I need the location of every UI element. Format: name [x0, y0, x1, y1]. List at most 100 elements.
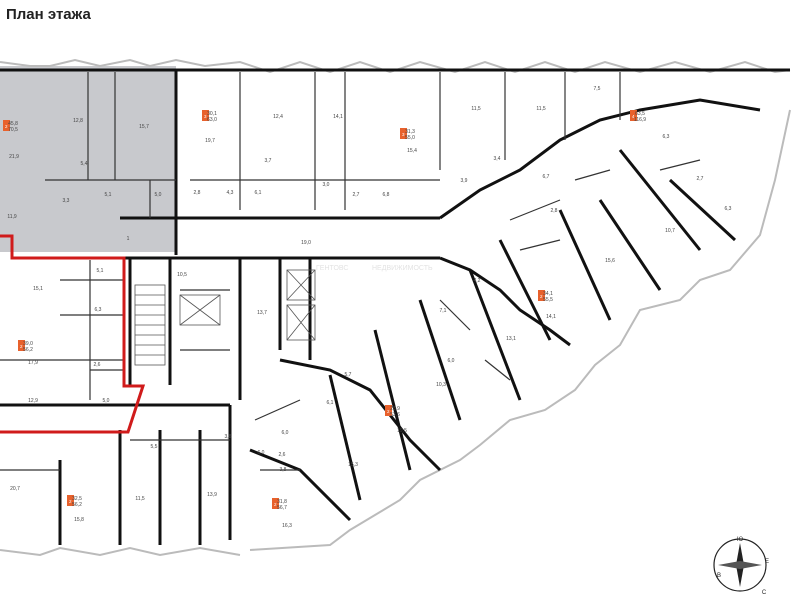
room-area-label: 3,8 [225, 434, 232, 440]
badge-swatch [3, 120, 10, 131]
compass-rose: Ю Е С В [713, 537, 769, 596]
room-area-label: 2,7 [697, 176, 704, 182]
badge-total: 56,7 [277, 505, 287, 511]
badge-swatch [538, 290, 545, 301]
badge-swatch [18, 340, 25, 351]
badge-swatch [202, 110, 209, 121]
badge-area: 32,5 [72, 496, 82, 502]
badge-area: 30,1 [207, 111, 217, 117]
room-area-label: 6,8 [383, 192, 390, 198]
room-area-label: 6,0 [258, 450, 265, 456]
facade-top [0, 58, 791, 74]
badge-area: 31,3 [405, 129, 415, 135]
room-area-label: 10,3 [436, 382, 446, 388]
badge-number: 2 [540, 294, 543, 299]
room-area-label: 6,0 [282, 430, 289, 436]
room-area-label: 15,6 [605, 258, 615, 264]
badge-number: 4 [632, 114, 635, 119]
badge-total: 56,2 [72, 502, 82, 508]
room-area-label: 4,3 [227, 190, 234, 196]
badge-area: 31,8 [277, 499, 287, 505]
badge-swatch [400, 128, 407, 139]
badge-area: 39,0 [23, 341, 33, 347]
badge-total: 116,9 [634, 117, 646, 123]
room-area-label: 5,4 [81, 161, 88, 167]
room-area-label: 2,6 [279, 452, 286, 458]
room-area-label: 3,9 [461, 178, 468, 184]
room-area-label: 2,8 [194, 190, 201, 196]
badge-swatch [630, 110, 637, 121]
badge-area: 34,1 [543, 291, 553, 297]
room-area-label: 12,8 [73, 118, 83, 124]
compass-north-label: Ю [737, 537, 743, 543]
compass-south-label: С [762, 590, 767, 596]
room-area-label: 5,0 [155, 192, 162, 198]
room-area-label: 15,8 [74, 517, 84, 523]
room-area-label: 5,5 [151, 444, 158, 450]
badge-total: 56,2 [23, 347, 33, 353]
room-area-label: 12,9 [28, 398, 38, 404]
interior-partitions [0, 72, 701, 471]
room-area-label: 3,8 [280, 467, 287, 473]
room-area-label: 6,1 [327, 400, 334, 406]
badge-total: 63,0 [207, 117, 217, 123]
room-area-label: 13,9 [207, 492, 217, 498]
badge-total: 70,5 [8, 127, 18, 133]
compass-ring [713, 538, 767, 592]
badge-total: 55,0 [405, 135, 415, 141]
room-area-label: 6,3 [725, 206, 732, 212]
room-area-label: 10,5 [177, 272, 187, 278]
room-area-label: 11,9 [7, 214, 17, 220]
room-area-label: 14,1 [333, 114, 343, 120]
selected-apartment-outline[interactable] [0, 234, 146, 434]
facade-bottom [0, 546, 241, 557]
room-area-label: 7,1 [440, 308, 447, 314]
room-area-label: 2,6 [94, 362, 101, 368]
room-area-label: 13,1 [506, 336, 516, 342]
badge-number: 3 [402, 132, 405, 137]
room-area-label: 15,1 [33, 286, 43, 292]
room-area-label: 19,7 [205, 138, 215, 144]
badge-number: 2 [5, 124, 8, 129]
watermark-text: ГЕНТОВС [316, 265, 348, 272]
badge-area: 28,9 [390, 406, 400, 412]
badge-number: 2 [20, 344, 23, 349]
badge-area: 45,8 [8, 121, 18, 127]
room-area-label: 15,7 [139, 124, 149, 130]
room-area-label: 6,7 [543, 174, 550, 180]
compass-needle [718, 561, 762, 569]
badge-swatch [67, 495, 74, 506]
badge-number: 2 [274, 502, 277, 507]
room-area-label: 4,2 [474, 278, 481, 284]
room-area-label: 21,9 [9, 154, 19, 160]
room-area-label: 1 [127, 236, 130, 242]
room-area-label: 5,7 [345, 372, 352, 378]
room-area-label: 5,0 [103, 398, 110, 404]
room-area-label: 16,3 [282, 523, 292, 529]
walls [0, 68, 790, 545]
room-area-label: 5,1 [97, 268, 104, 274]
badge-number: 3 [204, 114, 207, 119]
badge-number: 2 [387, 409, 390, 414]
room-area-label: 6,3 [663, 134, 670, 140]
room-area-label: 3,4 [494, 156, 501, 162]
room-area-label: 3,7 [265, 158, 272, 164]
room-area-label: 11,5 [135, 496, 145, 502]
badge-area: 63,5 [635, 111, 645, 117]
badge-swatch [272, 498, 279, 509]
room-area-label: 19,0 [301, 240, 311, 246]
room-area-label: 5,1 [105, 192, 112, 198]
room-area-label: 7,5 [594, 86, 601, 92]
room-area-label: 2,7 [353, 192, 360, 198]
room-area-label: 12,4 [273, 114, 283, 120]
compass-east-label: Е [765, 559, 769, 565]
